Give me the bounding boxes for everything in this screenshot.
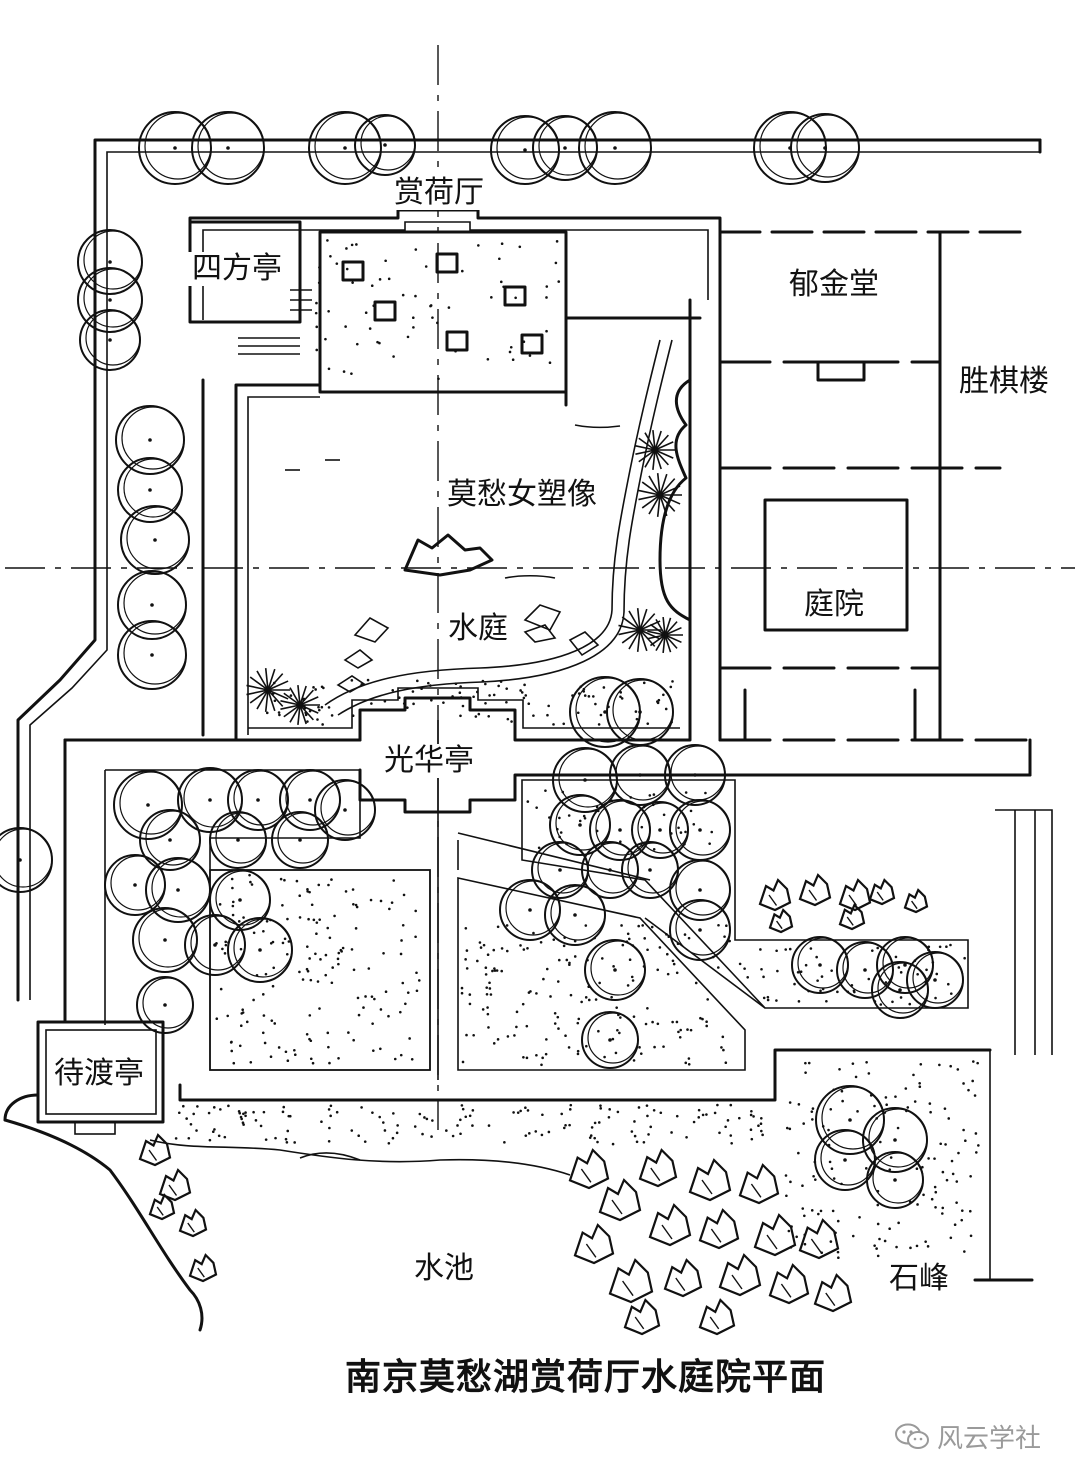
water-court-walls [201, 298, 692, 742]
rock-peaks [138, 873, 929, 1336]
watermark-text: 风云学社 [937, 1424, 1042, 1454]
label-daidu-pavilion: 待渡亭 [50, 1057, 148, 1091]
ground-stipple [174, 239, 980, 1260]
shanghe-hall-building [188, 208, 722, 407]
watermark: 风云学社 [895, 1418, 1041, 1455]
daidu-pavilion-building [3, 1020, 165, 1135]
figure-caption: 南京莫愁湖赏荷厅水庭院平面 [345, 1356, 827, 1398]
guanghua-pavilion-building [63, 720, 1032, 1080]
yujin-hall-building [718, 230, 1032, 742]
water-court-stones [336, 533, 600, 693]
label-sifang-pavilion: 四方亭 [188, 252, 286, 286]
label-guanghua-pavilion: 光华亭 [380, 744, 478, 778]
label-yujin-hall: 郁金堂 [785, 268, 883, 302]
label-courtyard: 庭院 [800, 588, 868, 622]
label-pond: 水池 [410, 1252, 478, 1286]
sifang-steps [238, 289, 312, 355]
tea-tables [341, 252, 544, 355]
axis-lines [5, 45, 1075, 1130]
outer-wall [16, 138, 1042, 1002]
trees [0, 111, 964, 1209]
wechat-icon [895, 1423, 929, 1451]
lower-garden-beds [63, 738, 1053, 1282]
label-rock-peak: 石峰 [885, 1262, 953, 1296]
label-shengqi-tower: 胜棋楼 [955, 365, 1053, 399]
label-shanghe-hall: 赏荷厅 [390, 176, 488, 210]
pond-shoreline [3, 1118, 571, 1332]
water-court-stream [285, 339, 673, 716]
label-mochou-statue: 莫愁女塑像 [443, 478, 601, 512]
grass-tufts [246, 430, 683, 725]
label-water-court: 水庭 [444, 612, 512, 646]
